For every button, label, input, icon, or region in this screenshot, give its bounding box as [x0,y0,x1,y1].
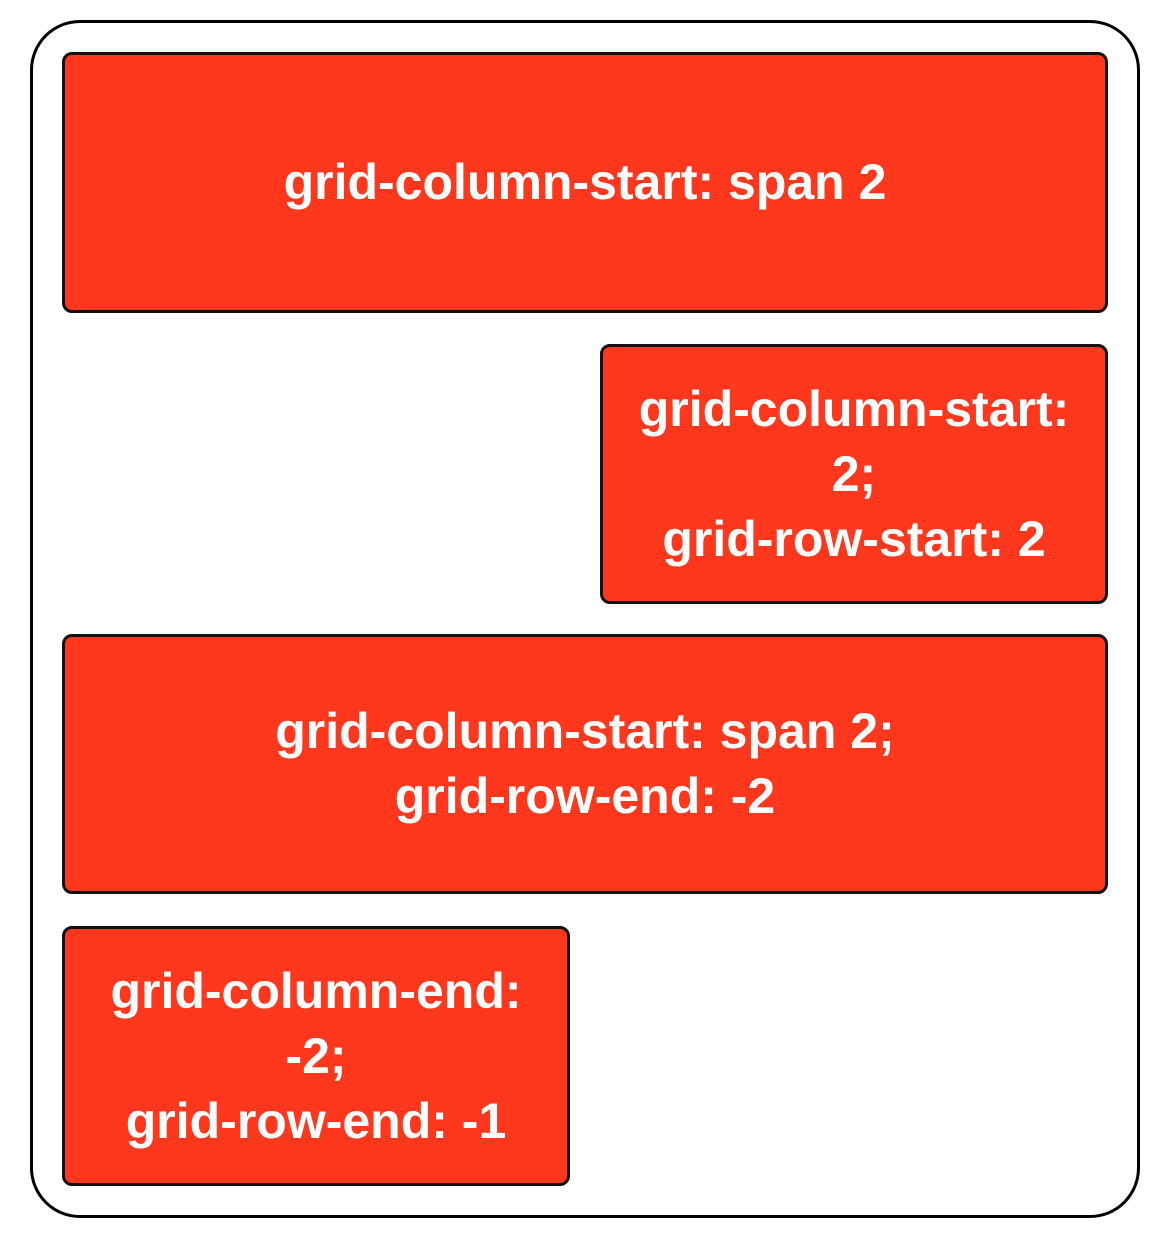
grid-item-column-2-row-2: grid-column-start: 2; grid-row-start: 2 [600,344,1108,604]
label-line: grid-row-start: 2 [662,510,1046,567]
label-line: grid-column-start: span 2; [275,703,895,759]
label-line: grid-column-start: [638,380,1070,437]
label-line: 2; [831,445,877,502]
label-line: grid-row-end: -1 [125,1092,507,1149]
grid-item-span-2-row-end-minus-2: grid-column-start: span 2; grid-row-end:… [62,634,1108,894]
grid-item-label: grid-column-start: 2; grid-row-start: 2 [639,377,1070,572]
label-line: grid-column-start: span 2 [283,154,887,210]
grid-item-label: grid-column-end: -2; grid-row-end: -1 [110,959,521,1154]
label-line: grid-row-end: -2 [394,768,776,824]
grid-item-label: grid-column-start: span 2 [284,150,887,215]
grid-item-label: grid-column-start: span 2; grid-row-end:… [275,699,894,829]
grid-item-column-end-minus-2-row-end-minus-1: grid-column-end: -2; grid-row-end: -1 [62,926,570,1186]
label-line: -2; [285,1027,347,1084]
label-line: grid-column-end: [110,962,522,1019]
grid-item-column-span-2: grid-column-start: span 2 [62,52,1108,313]
